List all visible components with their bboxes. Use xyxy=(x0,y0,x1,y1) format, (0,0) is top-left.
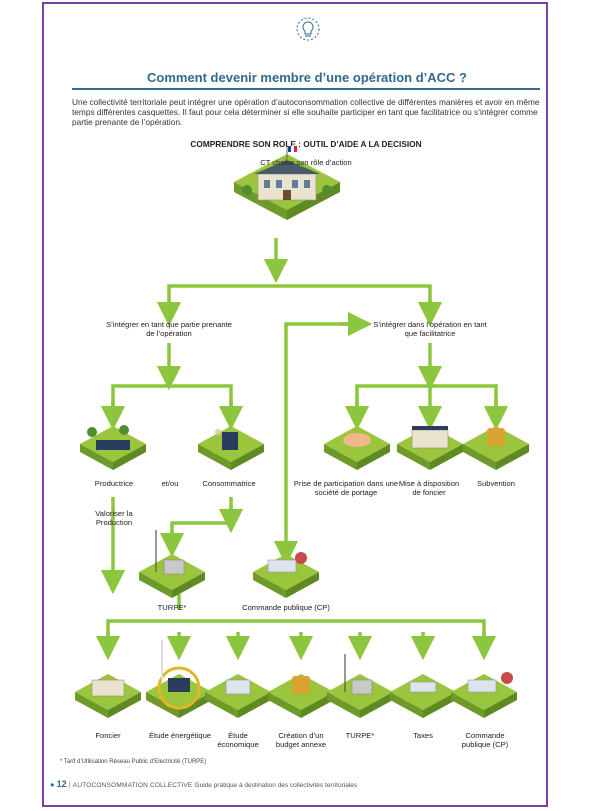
label-valoriser: Valoriser la Production xyxy=(95,509,133,527)
page-title: Comment devenir membre d’une opération d… xyxy=(147,70,467,85)
label-subvention: Subvention xyxy=(477,479,515,488)
label-bottom-foncier: Foncier xyxy=(95,731,121,740)
bottom-tile-foncier xyxy=(75,674,141,718)
label-left-branch: S’intégrer en tant que partie prenante d… xyxy=(106,320,232,338)
solar-farm-tile xyxy=(80,425,146,470)
label-bottom-etude-economique: Étude économique xyxy=(217,731,259,749)
label-turpe-mid: TURPE* xyxy=(157,603,187,612)
label-consommatrice: Consommatrice xyxy=(202,479,256,488)
label-bottom-taxes: Taxes xyxy=(413,731,433,740)
page-number: 12 xyxy=(56,779,67,789)
label-bottom-turpe: TURPE* xyxy=(345,731,375,740)
bottom-tile-turpe xyxy=(327,654,393,718)
consumer-tile xyxy=(198,426,264,470)
bottom-tile-etude-economique xyxy=(205,674,271,718)
label-mise-dispo: Mise à disposition de foncier xyxy=(398,479,460,497)
handshake-tile xyxy=(324,426,390,470)
bulb-logo-icon xyxy=(296,17,320,41)
label-bottom-etude-energetique: Étude énergétique xyxy=(148,731,212,740)
title-divider xyxy=(72,88,540,90)
substation-tile-mid xyxy=(139,530,205,598)
label-commande-mid: Commande publique (CP) xyxy=(242,603,330,612)
bottom-tile-budget xyxy=(268,674,334,718)
bottom-tile-etude-energetique xyxy=(146,640,212,718)
intro-paragraph: Une collectivité territoriale peut intég… xyxy=(72,97,540,127)
label-etou: et/ou xyxy=(161,479,179,488)
coins-tile xyxy=(463,426,529,470)
page-footer: ● 12 | AUTOCONSOMMATION COLLECTIVE Guide… xyxy=(50,779,357,789)
label-productrice: Productrice xyxy=(94,479,134,488)
footer-bulb-icon: ● xyxy=(50,780,55,789)
label-participation: Prise de participation dans une société … xyxy=(293,479,399,497)
label-bottom-budget: Création d’un budget annexe xyxy=(275,731,327,749)
town-hall-illustration xyxy=(234,146,340,220)
footnote: * Tarif d’Utilisation Réseau Public d’El… xyxy=(60,759,207,765)
footer-brand: AUTOCONSOMMATION COLLECTIVE xyxy=(72,782,193,789)
section-subheading: COMPRENDRE SON ROLE : OUTIL D’AIDE A LA … xyxy=(190,139,422,149)
footer-separator: | xyxy=(68,780,71,789)
label-bottom-commande: Commande publique (CP) xyxy=(461,731,509,749)
building-tile xyxy=(397,426,463,470)
page-frame xyxy=(42,2,548,807)
label-right-branch: S’intégrer dans l’opération en tant que … xyxy=(373,320,487,338)
footer-subtitle: Guide pratique à destination des collect… xyxy=(194,782,358,789)
bottom-tile-commande xyxy=(451,672,517,718)
bottom-tile-taxes xyxy=(390,674,456,718)
public-procurement-tile-mid xyxy=(253,552,319,598)
label-ct-role: CT choisir son rôle d’action xyxy=(260,158,352,167)
